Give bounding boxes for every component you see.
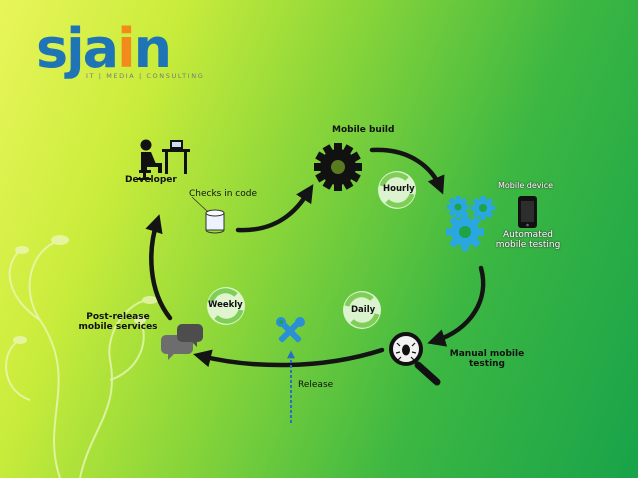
automated-testing-line2: mobile testing (488, 240, 568, 250)
manual-testing-magnifier-icon (391, 334, 437, 382)
checks-in-code-label: Checks in code (189, 189, 257, 199)
daily-label: Daily (351, 305, 375, 315)
logo-accent: i (117, 17, 134, 80)
logo-part2: n (134, 17, 170, 80)
sjain-logo: sjain IT | MEDIA | CONSULTING (36, 22, 204, 80)
automated-testing-line1: Automated (488, 230, 568, 240)
build-gear-icon (314, 143, 362, 191)
post-release-label: Post-release mobile services (75, 312, 161, 332)
automated-testing-label: Automated mobile testing (488, 230, 568, 250)
logo-tagline: IT | MEDIA | CONSULTING (86, 72, 204, 80)
logo-wordmark: sjain (36, 22, 204, 76)
post-release-chat-icon (161, 324, 203, 360)
post-release-line2: mobile services (75, 322, 161, 332)
logo-part1: sja (36, 17, 117, 80)
manual-testing-line1: Manual mobile (448, 349, 526, 359)
post-release-line1: Post-release (75, 312, 161, 322)
hourly-label: Hourly (383, 184, 415, 194)
manual-testing-label: Manual mobile testing (448, 349, 526, 369)
arrow-post-release-to-developer (151, 222, 170, 318)
mobile-device-icon (518, 196, 537, 228)
manual-testing-line2: testing (448, 359, 526, 369)
mobile-device-label: Mobile device (498, 181, 553, 190)
arrow-automated-to-manual (435, 268, 483, 341)
developer-icon (137, 140, 190, 181)
vine-decoration (6, 236, 157, 478)
weekly-label: Weekly (208, 300, 243, 310)
mobile-build-label: Mobile build (332, 125, 394, 135)
checks-in-connector (192, 197, 208, 212)
release-label: Release (298, 380, 333, 390)
release-tools-icon (276, 317, 305, 343)
developer-label: Developer (125, 175, 177, 185)
code-repository-icon (206, 210, 224, 233)
